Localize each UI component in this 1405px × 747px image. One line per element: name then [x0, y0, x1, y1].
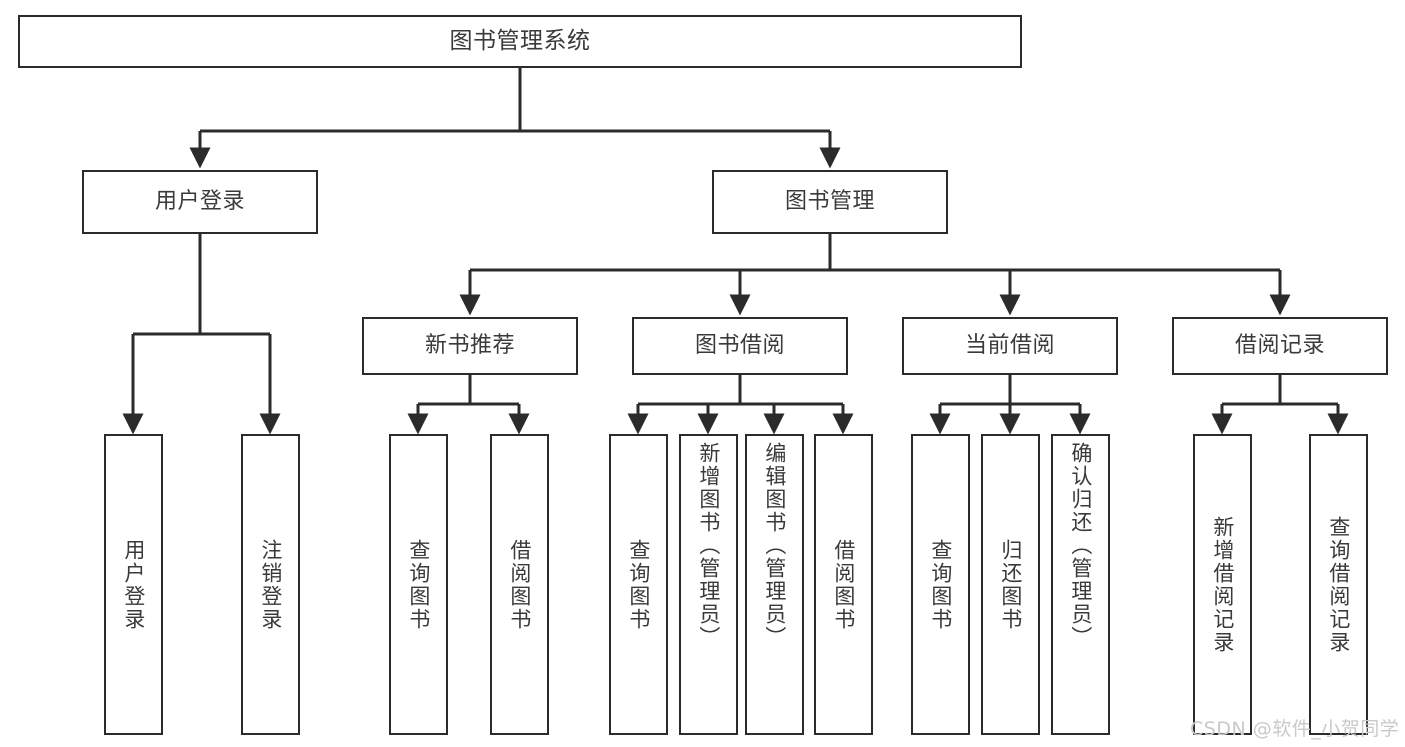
- watermark-label: CSDN @软件_小贺同学: [1190, 718, 1400, 740]
- node-book-borrow[interactable]: 图书借阅: [632, 317, 848, 375]
- leaf-recommend-borrow-book[interactable]: 借阅图书: [490, 434, 549, 735]
- leaf-current-query-book[interactable]: 查询图书: [911, 434, 970, 735]
- leaf-borrow-edit-book-admin[interactable]: 编辑图书（管理员）: [745, 434, 804, 735]
- leaf-record-query-record[interactable]: 查询借阅记录: [1309, 434, 1368, 735]
- node-root-system[interactable]: 图书管理系统: [18, 15, 1022, 68]
- leaf-current-confirm-return-admin[interactable]: 确认归还（管理员）: [1051, 434, 1110, 735]
- leaf-user-login-login[interactable]: 用户登录: [104, 434, 163, 735]
- node-borrow-record[interactable]: 借阅记录: [1172, 317, 1388, 375]
- node-book-management[interactable]: 图书管理: [712, 170, 948, 234]
- leaf-borrow-add-book-admin[interactable]: 新增图书（管理员）: [679, 434, 738, 735]
- leaf-borrow-borrow-book[interactable]: 借阅图书: [814, 434, 873, 735]
- node-current-borrow[interactable]: 当前借阅: [902, 317, 1118, 375]
- leaf-borrow-query-book[interactable]: 查询图书: [609, 434, 668, 735]
- leaf-record-add-record[interactable]: 新增借阅记录: [1193, 434, 1252, 735]
- node-new-book-recommend[interactable]: 新书推荐: [362, 317, 578, 375]
- node-user-login[interactable]: 用户登录: [82, 170, 318, 234]
- leaf-current-return-book[interactable]: 归还图书: [981, 434, 1040, 735]
- leaf-user-login-logout[interactable]: 注销登录: [241, 434, 300, 735]
- leaf-recommend-query-book[interactable]: 查询图书: [389, 434, 448, 735]
